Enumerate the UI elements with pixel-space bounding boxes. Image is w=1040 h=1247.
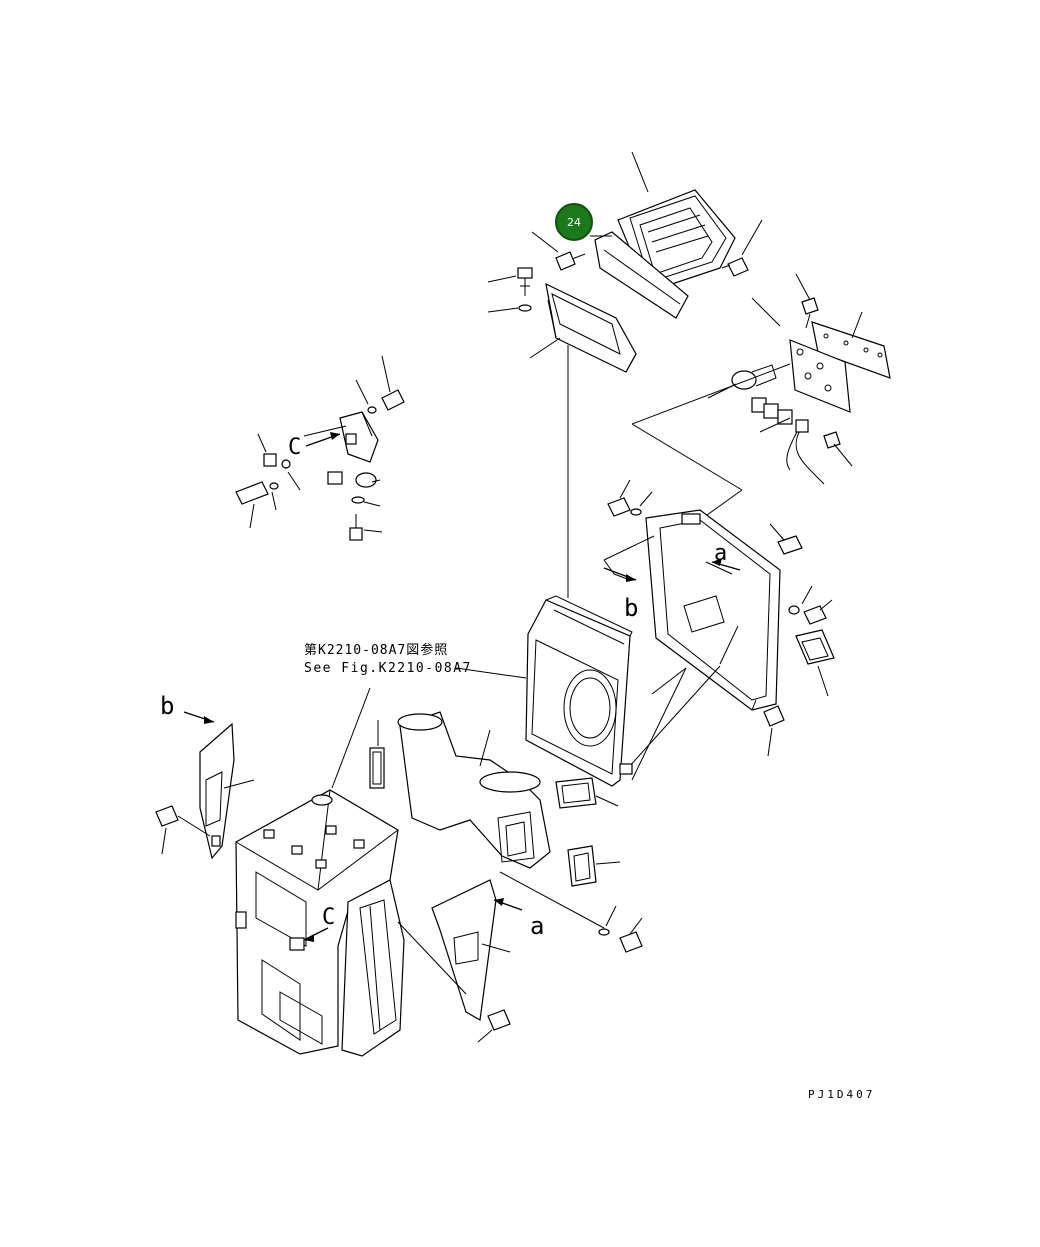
switch-plate[interactable]	[811, 321, 891, 379]
air-duct[interactable]	[397, 711, 551, 869]
bracket-a[interactable]	[397, 879, 511, 1021]
view-letter-a-lower: a	[530, 912, 544, 940]
switch-rectangle	[795, 629, 835, 697]
view-arrow-a-lower	[493, 898, 523, 911]
bolt-bracket-a-bottom	[477, 1009, 511, 1043]
callout-24[interactable]: 24	[555, 203, 612, 241]
reference-jp: 第K2210-08A7図参照	[304, 642, 448, 658]
view-arrow-c-lower	[303, 927, 329, 942]
view-arrow-b-upper	[603, 567, 637, 582]
gasket-mid	[555, 777, 619, 809]
key-switch	[731, 364, 777, 390]
bolt-c-left	[235, 471, 301, 529]
side-plate-b[interactable]	[199, 722, 255, 860]
bolt-bracket-a-right	[499, 871, 643, 953]
bolt-duct-cover	[487, 267, 533, 313]
cover-panel-right[interactable]	[645, 509, 781, 711]
view-arrow-a-upper	[711, 558, 741, 571]
view-letter-a-upper: a	[714, 541, 727, 566]
view-arrow-c-upper	[305, 432, 341, 447]
nut-c-left	[257, 433, 291, 469]
bolt-cover-bottom	[763, 705, 785, 757]
bolt-c-bottom	[349, 514, 383, 541]
bolt-cover-top-left	[607, 479, 653, 517]
console-frame[interactable]	[235, 789, 405, 1057]
wire-connector	[786, 419, 825, 485]
clip-c	[327, 471, 381, 507]
view-letter-b-upper: b	[624, 594, 638, 622]
callout-number: 24	[567, 216, 581, 229]
gasket-left	[369, 720, 385, 789]
drawing-code: PJ1D407	[808, 1088, 875, 1101]
bolt-monitor-right	[721, 257, 749, 277]
rocker-switches	[751, 397, 793, 425]
view-letter-c-lower: C	[322, 905, 335, 930]
view-letter-c-upper: C	[288, 435, 301, 460]
monitor-bracket	[594, 231, 689, 319]
leader-lines-top	[531, 151, 763, 256]
bracket-c-assembly[interactable]	[235, 355, 405, 541]
view-arrow-b-left	[183, 711, 215, 724]
gasket-bottom	[567, 845, 621, 887]
view-letter-b-left: b	[160, 692, 174, 720]
bolt-switch-right	[823, 431, 841, 449]
leader-lines-frame	[331, 667, 527, 789]
switch-bracket	[789, 339, 851, 413]
reference-en: See Fig.K2210-08A7	[304, 661, 472, 676]
callout-circle[interactable]	[555, 203, 593, 241]
leader-lines-cover	[603, 535, 733, 781]
bolt-side-left	[155, 805, 211, 855]
bolt-c-top	[355, 355, 405, 414]
bolt-monitor-left	[555, 251, 586, 271]
duct-cover[interactable]	[529, 282, 637, 598]
bolt-cover-top-right	[769, 523, 803, 555]
bolt-cover-mid-right	[788, 585, 833, 625]
blower-duct-housing[interactable]	[525, 595, 633, 787]
